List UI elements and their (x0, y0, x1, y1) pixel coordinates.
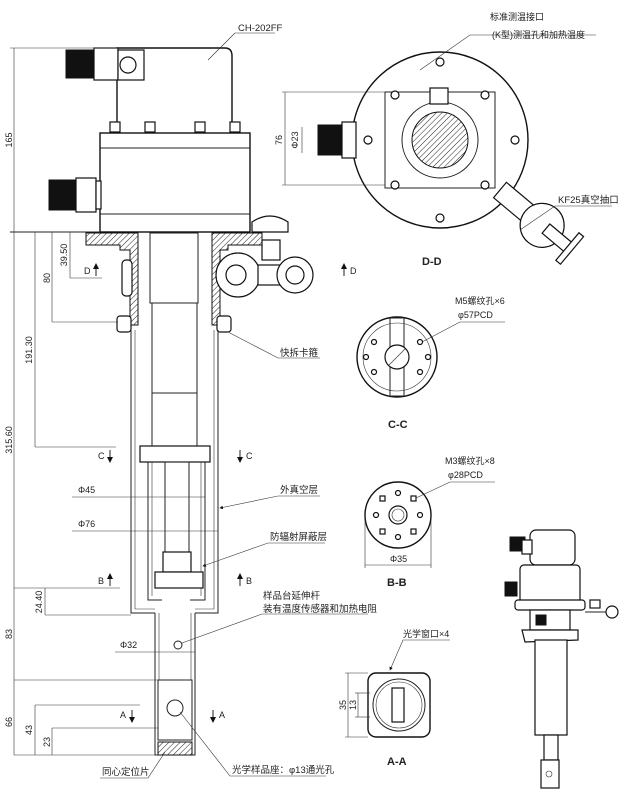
side-connector (48, 177, 102, 213)
upper-flange-right (211, 232, 263, 326)
dim-66: 66 (4, 717, 14, 727)
dim-39-50: 39.50 (59, 244, 69, 267)
bb-holes: M3螺纹孔×8 (445, 455, 495, 466)
dim-191-30: 191.30 (24, 336, 34, 364)
bolts-top (109, 121, 241, 133)
dim-24-40: 24.40 (34, 591, 44, 614)
bb-dia: Φ35 (390, 554, 407, 564)
section-aa-view: 35 13 光学窗口×4 A-A (338, 628, 450, 768)
radiation-shield (147, 448, 206, 601)
label-temp-interface: 标准测温接口 (490, 11, 544, 22)
label-centering-plate: 同心定位片 (102, 766, 150, 778)
dim-phi23: Φ23 (290, 131, 300, 148)
dim-phi45: Φ45 (78, 485, 95, 495)
title-aa: A-A (387, 756, 407, 768)
label-optical-holder: 光学样品座：φ13通光孔 (232, 764, 335, 776)
cc-pcd: φ57PCD (458, 310, 493, 320)
label-quick-clamp: 快拆卡箍 (280, 347, 319, 359)
section-dd-view: 76 Φ23 标准测温接口 (K型)测温孔和加热温度 KF25真空抽口 D-D (274, 11, 619, 268)
inner-rod (149, 232, 199, 304)
label-extension-rod-1: 样品台延伸杆 (263, 590, 321, 602)
upper-flange-left (85, 232, 139, 326)
label-temp-hole: (K型)测温孔和加热温度 (492, 29, 585, 40)
aa-dim-35: 35 (338, 700, 348, 710)
cc-holes: M5螺纹孔×6 (455, 295, 505, 306)
aa-dim-13: 13 (348, 700, 358, 710)
svg-text:D: D (84, 266, 91, 276)
section-marks: D D C C B B A A (84, 263, 357, 723)
dim-315-60: 315.60 (4, 426, 14, 454)
svg-text:A: A (120, 710, 126, 720)
dim-83: 83 (4, 629, 14, 639)
svg-text:B: B (246, 576, 252, 586)
title-bb: B-B (387, 577, 407, 589)
label-ch-202ff: CH-202FF (238, 23, 283, 34)
outer-vacuum-tube (130, 330, 219, 614)
title-cc: C-C (388, 419, 408, 431)
dim-23: 23 (42, 737, 52, 747)
section-cc-view: M5螺纹孔×6 φ57PCD C-C (356, 295, 505, 431)
cryocooler-head (116, 47, 233, 128)
svg-text:A: A (219, 710, 225, 720)
section-bb-view: M3螺纹孔×8 φ28PCD Φ35 B-B (364, 455, 495, 589)
svg-text:D: D (350, 266, 357, 276)
quick-clamp-right (216, 315, 232, 333)
label-outer-vacuum: 外真空层 (280, 484, 318, 496)
tail-tube (154, 613, 196, 756)
dim-43: 43 (24, 725, 34, 735)
isometric-render (504, 529, 619, 789)
dim-phi76: Φ76 (78, 519, 95, 529)
dim-phi32: Φ32 (120, 640, 137, 650)
dim-165: 165 (4, 132, 14, 147)
svg-text:C: C (246, 451, 253, 461)
dimensions (10, 47, 218, 756)
label-kf25: KF25真空抽口 (558, 194, 619, 206)
svg-text:C: C (98, 451, 105, 461)
bb-pcd: φ28PCD (448, 470, 483, 480)
aa-windows: 光学窗口×4 (403, 628, 449, 639)
title-dd: D-D (422, 256, 442, 268)
label-extension-rod-2: 装有温度传感器和加热电阻 (263, 603, 378, 615)
optical-sample-holder (157, 679, 193, 741)
valve-knob (251, 215, 289, 233)
svg-text:B: B (98, 576, 104, 586)
label-radiation-shield: 防辐射屏蔽层 (270, 531, 327, 543)
main-section-view: 165 315.60 191.30 80 39.50 24.40 83 66 4… (4, 23, 378, 779)
dim-76: 76 (274, 135, 284, 145)
dim-80: 80 (42, 273, 52, 283)
top-connector (65, 47, 145, 81)
quick-clamp-left (116, 315, 132, 333)
